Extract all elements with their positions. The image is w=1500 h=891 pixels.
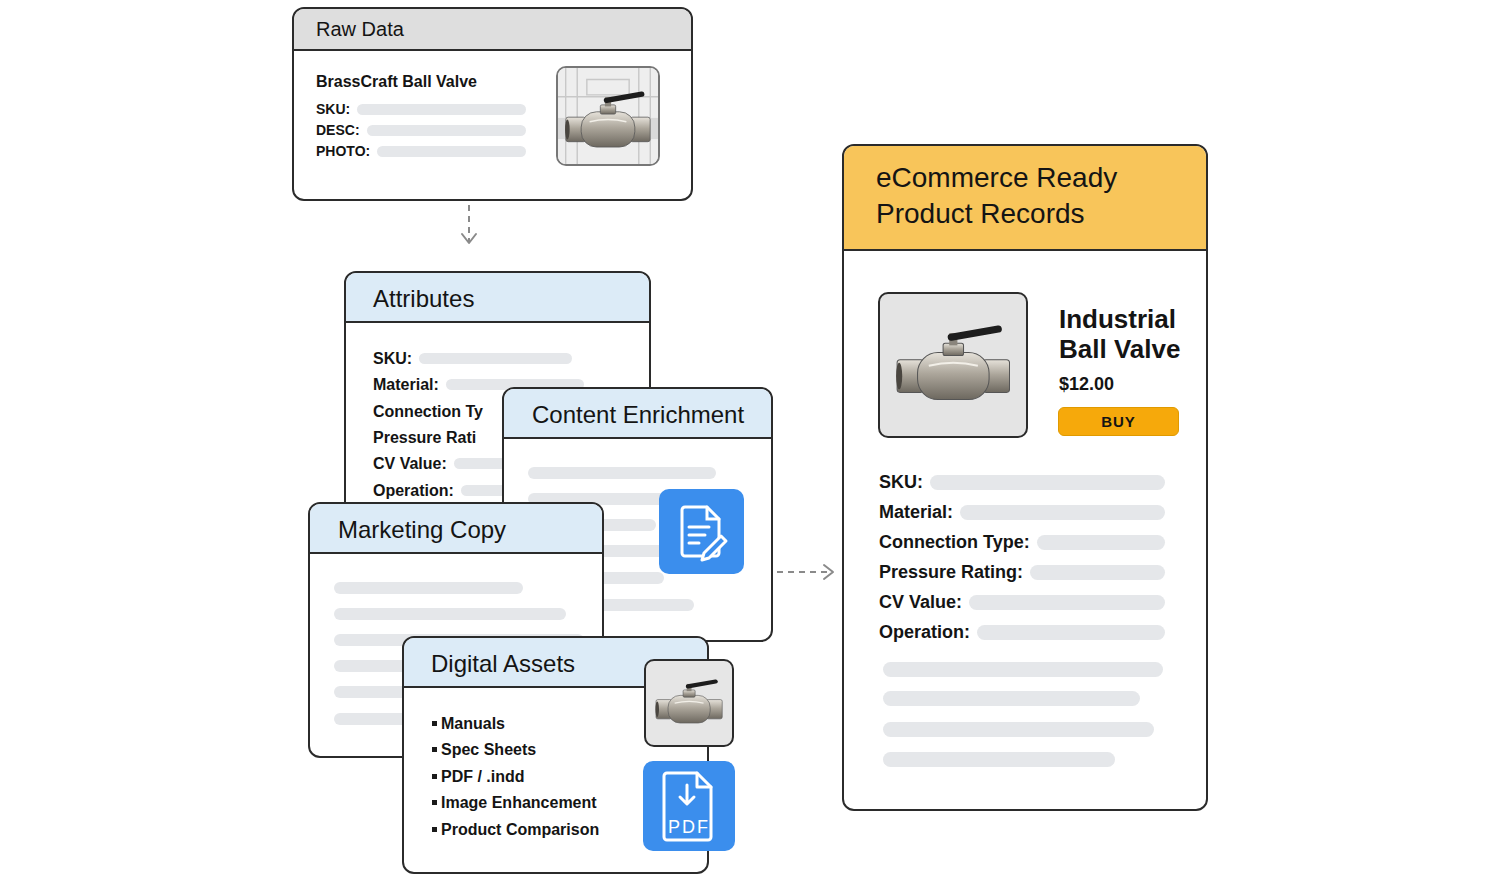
placeholder-bar: [883, 691, 1140, 706]
placeholder-bar: [334, 608, 566, 620]
document-icon: [659, 489, 744, 574]
pdf-icon: PDF: [643, 761, 735, 851]
arrow-head: [462, 234, 476, 243]
bullet-mark: [432, 721, 437, 726]
asset-item: Manuals: [441, 714, 505, 733]
asset-item: PDF / .indd: [441, 767, 525, 786]
card-title: Content Enrichment: [532, 401, 744, 429]
field-label: Material:: [879, 501, 953, 523]
placeholder-bar: [960, 505, 1165, 520]
product-name: BrassCraft Ball Valve: [316, 72, 477, 91]
field-label: PHOTO:: [316, 143, 370, 160]
field-label: DESC:: [316, 122, 360, 139]
product-name: Industrial Ball Valve: [1059, 304, 1199, 364]
card-title: Marketing Copy: [338, 516, 506, 544]
digital-assets-card: PDFDigital AssetsManualsSpec SheetsPDF /…: [402, 636, 709, 874]
card-title: Raw Data: [316, 18, 404, 41]
bullet-mark: [432, 827, 437, 832]
card-title: Digital Assets: [431, 650, 575, 678]
card-title: Attributes: [373, 285, 474, 313]
price: $12.00: [1059, 373, 1114, 395]
placeholder-bar: [1030, 565, 1165, 580]
placeholder-bar: [528, 467, 716, 479]
card-title: eCommerce Ready Product Records: [876, 160, 1176, 232]
placeholder-bar: [883, 662, 1163, 677]
product-image: [878, 292, 1028, 438]
bullet-mark: [432, 774, 437, 779]
valve-thumbnail: [644, 659, 734, 747]
arrow-head: [824, 565, 833, 579]
field-label: Operation:: [373, 481, 454, 500]
asset-item: Image Enhancement: [441, 793, 597, 812]
field-label: Connection Ty: [373, 402, 483, 421]
placeholder-bar: [883, 752, 1115, 767]
placeholder-bar: [334, 582, 523, 594]
field-label: SKU:: [373, 349, 412, 368]
product-photo: [556, 66, 660, 166]
field-label: CV Value:: [373, 454, 447, 473]
field-label: SKU:: [879, 471, 923, 493]
field-label: CV Value:: [879, 591, 962, 613]
field-label: Pressure Rati: [373, 428, 476, 447]
placeholder-bar: [930, 475, 1165, 490]
ecommerce-record-card: eCommerce Ready Product RecordsIndustria…: [842, 144, 1208, 811]
bullet-mark: [432, 800, 437, 805]
placeholder-bar: [883, 722, 1154, 737]
field-label: Pressure Rating:: [879, 561, 1023, 583]
dashed-connector: [468, 205, 470, 243]
raw-data-card: Raw DataBrassCraft Ball ValveSKU: DESC: PH…: [292, 7, 693, 201]
placeholder-bar: [977, 625, 1165, 640]
placeholder-bar: [377, 146, 526, 157]
field-label: Material:: [373, 375, 439, 394]
field-label: Connection Type:: [879, 531, 1030, 553]
asset-item: Spec Sheets: [441, 740, 536, 759]
placeholder-bar: [1037, 535, 1165, 550]
placeholder-bar: [419, 353, 572, 364]
field-label: Operation:: [879, 621, 970, 643]
placeholder-bar: [969, 595, 1165, 610]
placeholder-bar: [367, 125, 526, 136]
button-label: BUY: [1059, 409, 1178, 434]
icon-label: PDF: [643, 817, 735, 837]
placeholder-bar: [357, 104, 526, 115]
field-label: SKU:: [316, 101, 350, 118]
dashed-connector: [777, 571, 833, 573]
bullet-mark: [432, 747, 437, 752]
buy-button: BUY: [1058, 407, 1179, 436]
asset-item: Product Comparison: [441, 820, 599, 839]
